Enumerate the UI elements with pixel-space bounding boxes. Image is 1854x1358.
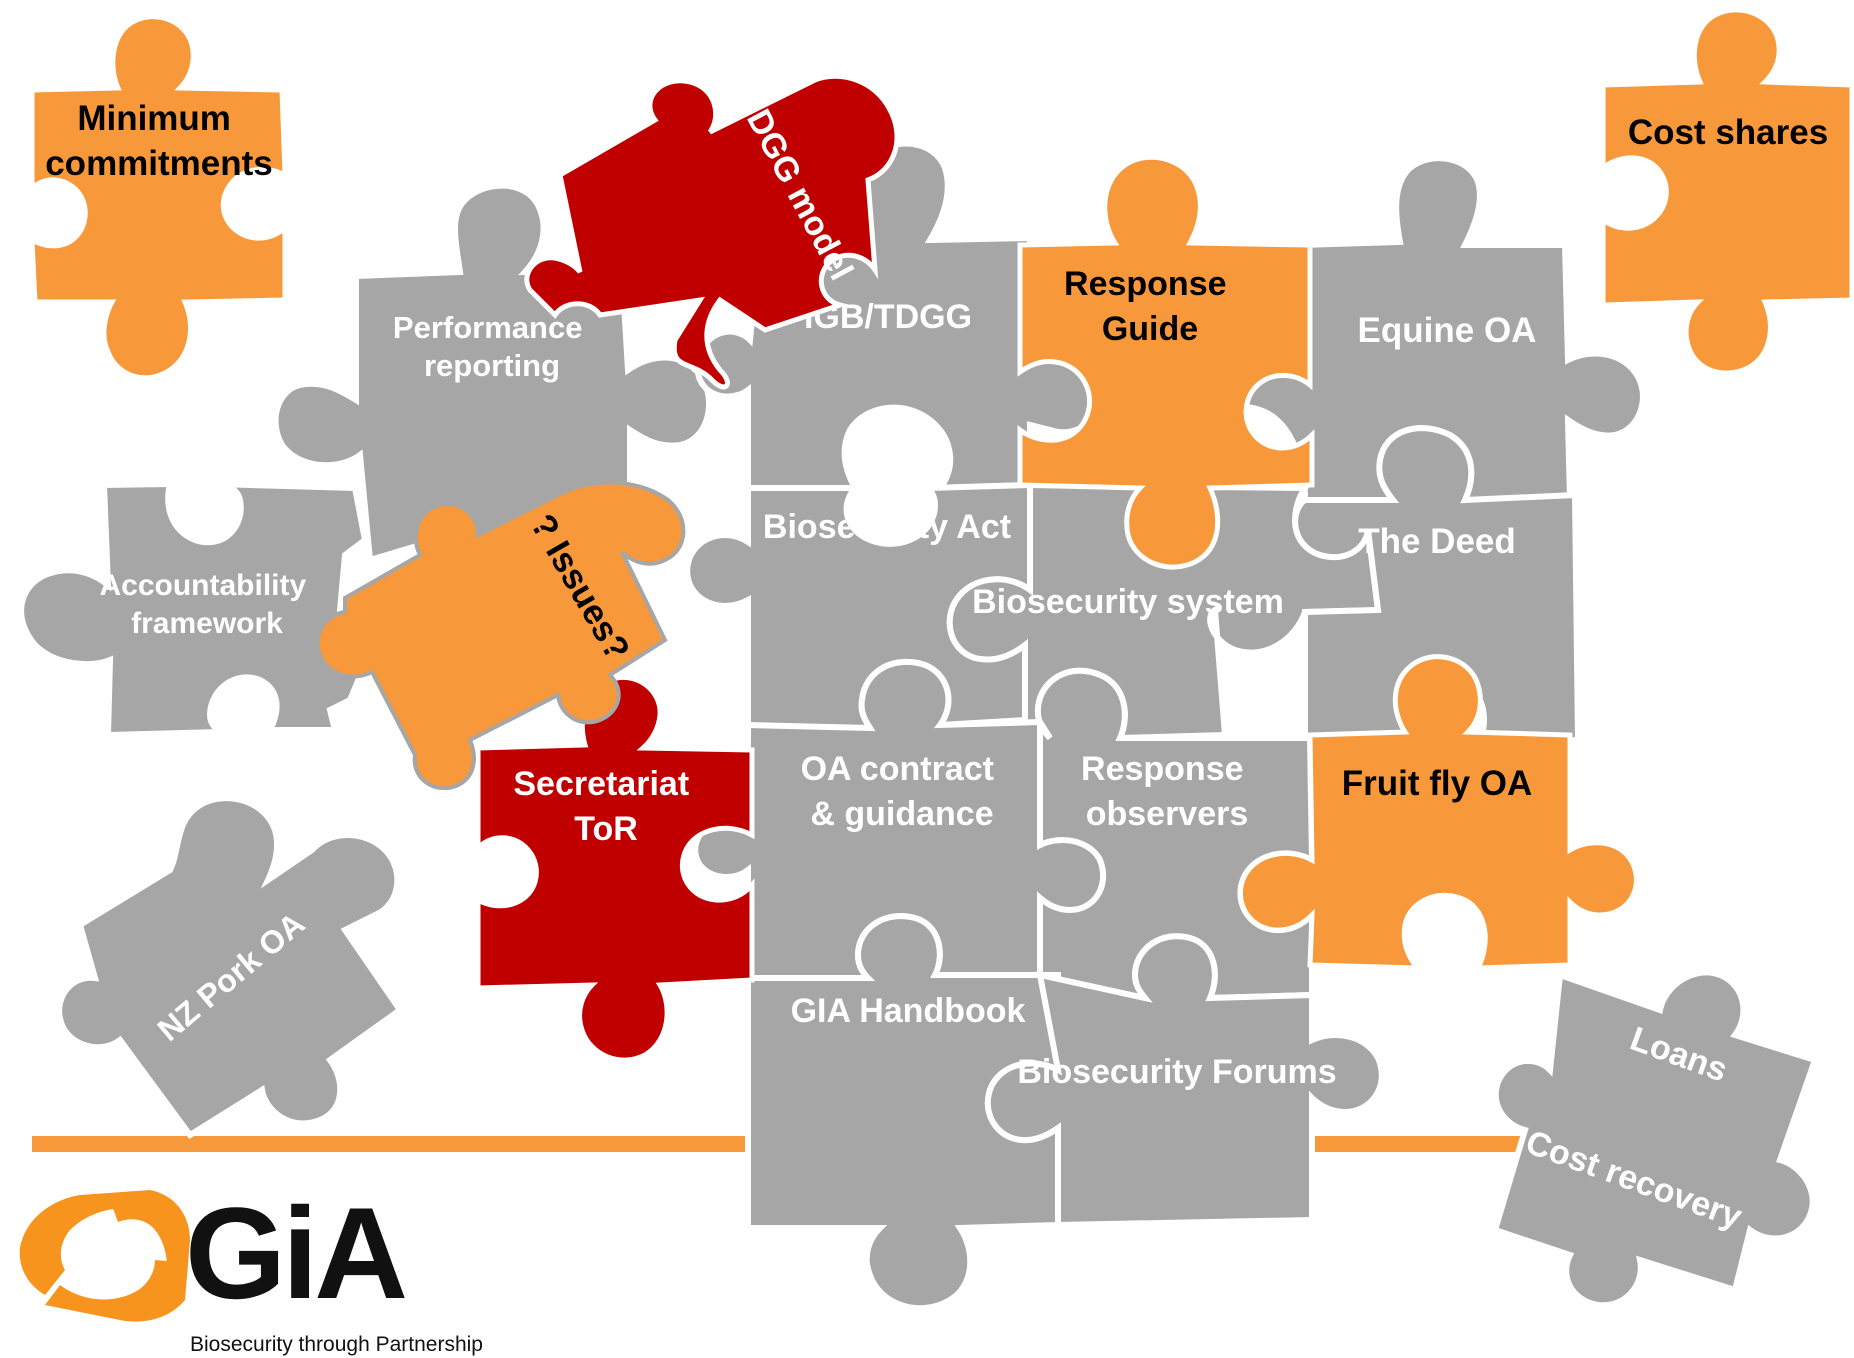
label-response: Response xyxy=(1081,750,1244,788)
piece-fruit-fly-oa: Fruit fly OA xyxy=(1238,654,1639,971)
svg-text:OA contract & guidance: OA contract & guidance xyxy=(801,750,1004,833)
label-response-word: Response xyxy=(1064,265,1227,303)
piece-secretariat-tor: Secretariat ToR xyxy=(475,674,755,1063)
label-equine-oa: Equine OA xyxy=(1358,311,1537,350)
piece-cost-shares: Cost shares xyxy=(1600,7,1854,376)
label-tor: ToR xyxy=(574,810,638,848)
gia-wordmark: GiA xyxy=(185,1180,405,1326)
label-secretariat: Secretariat xyxy=(513,765,689,803)
label-framework: framework xyxy=(131,607,283,640)
label-fruit-fly-oa: Fruit fly OA xyxy=(1342,764,1533,803)
label-the-deed: The Deed xyxy=(1358,522,1516,561)
label-accountability: Accountability xyxy=(99,569,306,602)
piece-response-observers: Response observers xyxy=(1034,667,1316,1002)
piece-the-deed: The Deed xyxy=(1292,425,1582,746)
piece-loans-cost-recovery: Loans Cost recovery xyxy=(1491,969,1819,1309)
label-biosecurity-act: Biosecurity Act xyxy=(763,508,1011,546)
piece-response-guide: Response Guide xyxy=(1017,154,1315,570)
label-guidance: & guidance xyxy=(810,795,993,833)
label-performance: Performance xyxy=(393,310,583,345)
label-gia-handbook: GIA Handbook xyxy=(791,992,1026,1030)
svg-text:Response Guide: Response Guide xyxy=(1064,265,1236,348)
gia-logo: GiA Biosecurity through Partnership xyxy=(19,1180,483,1356)
label-cost-shares: Cost shares xyxy=(1628,113,1828,152)
piece-dgg-model: DGG model xyxy=(524,73,900,390)
swirl-logo-icon xyxy=(19,1190,190,1322)
label-minimum: Minimum xyxy=(77,99,231,138)
svg-text:Secretariat ToR: Secretariat ToR xyxy=(513,765,698,848)
label-oa-contract: OA contract xyxy=(801,750,994,788)
piece-minimum-commitments: Minimum commitments xyxy=(29,14,288,381)
svg-text:Performance reporting: Performance reporting xyxy=(393,310,591,383)
piece-accountability-framework: Accountability framework xyxy=(18,480,379,739)
label-biosecurity-system: Biosecurity system xyxy=(972,583,1284,621)
piece-nz-pork-oa: NZ Pork OA xyxy=(56,795,405,1140)
label-commitments: commitments xyxy=(45,144,273,183)
piece-biosecurity-forums: Biosecurity Forums xyxy=(984,933,1385,1229)
label-guide: Guide xyxy=(1102,310,1198,348)
svg-text:Response observers: Response observers xyxy=(1081,750,1253,833)
piece-issues: ? Issues? xyxy=(315,480,686,791)
label-reporting: reporting xyxy=(424,348,560,383)
svg-text:Minimum commitments: Minimum commitments xyxy=(45,99,273,183)
gia-tagline: Biosecurity through Partnership xyxy=(190,1333,483,1356)
label-biosecurity-forums: Biosecurity Forums xyxy=(1017,1053,1336,1091)
svg-text:Accountability framework: Accountability framework xyxy=(99,569,314,640)
piece-biosecurity-act: Biosecurity Act xyxy=(684,481,1033,734)
label-observers: observers xyxy=(1086,795,1249,833)
